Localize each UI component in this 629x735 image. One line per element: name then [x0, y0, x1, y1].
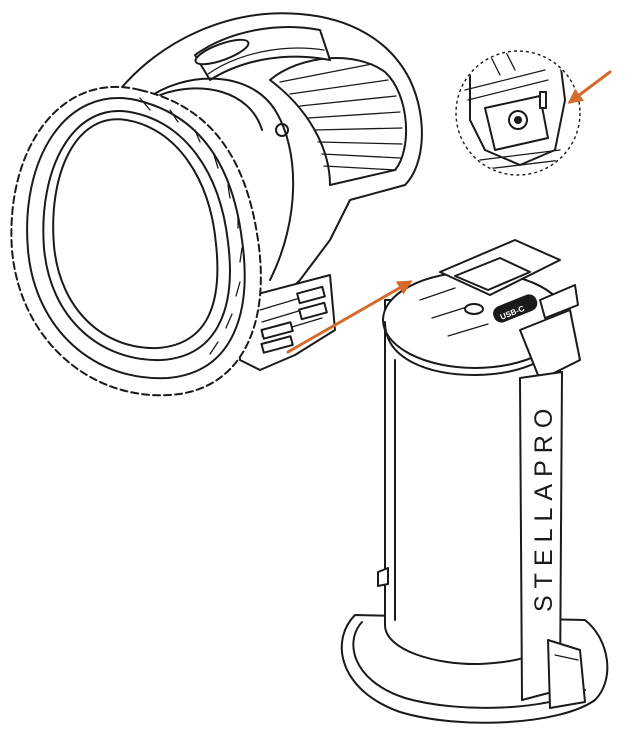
- detail-inset: [455, 50, 612, 176]
- light-head: [10, 12, 423, 397]
- battery-stand: USB-C STELLAPRO: [340, 239, 609, 724]
- inset-arrow-icon: [567, 70, 612, 104]
- cooling-fins: [269, 57, 408, 186]
- brand-label: STELLAPRO: [530, 402, 558, 612]
- lens: [52, 118, 219, 350]
- attach-arrow-icon: [286, 280, 413, 354]
